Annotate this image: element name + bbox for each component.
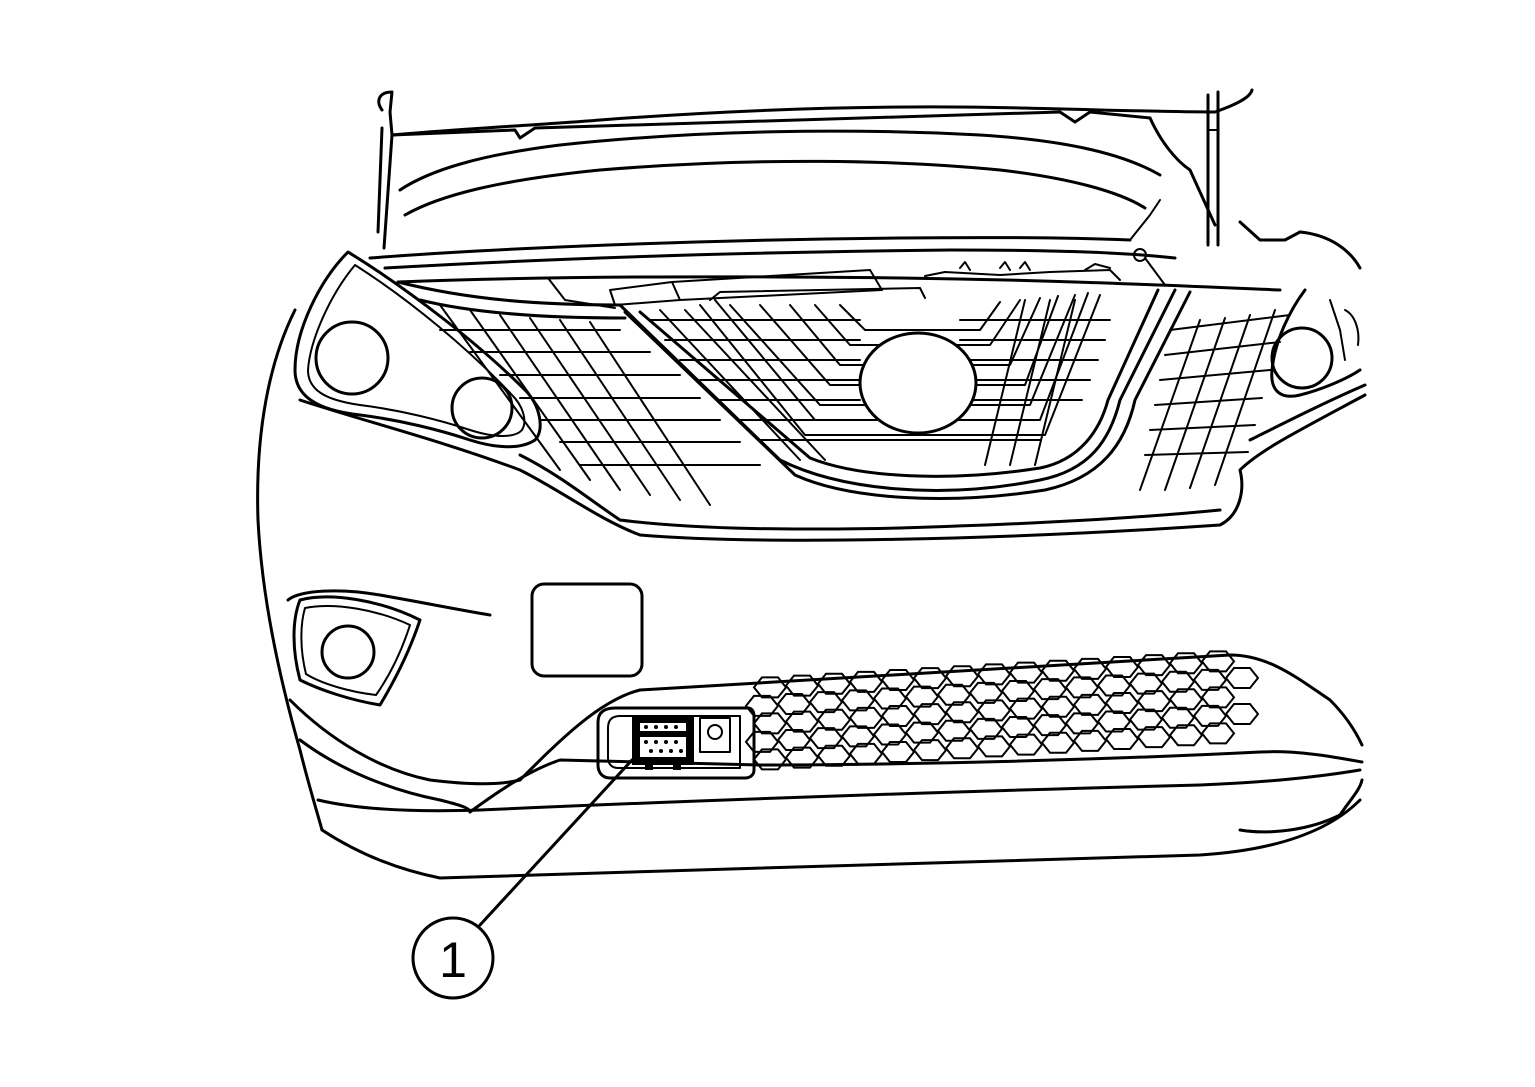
- honeycomb-cell: [752, 676, 788, 699]
- right-headlamp: [1270, 230, 1362, 398]
- honeycomb-cell: [840, 725, 876, 748]
- honeycomb-cell: [1128, 672, 1164, 695]
- hood-strut-right: [1206, 90, 1220, 247]
- bumper-fascia: [256, 308, 1367, 880]
- connector: [632, 715, 694, 770]
- hood-strut-left: [376, 126, 394, 250]
- honeycomb-cell: [1072, 729, 1108, 752]
- radiator-support: [368, 199, 1282, 309]
- honeycomb-cell: [1200, 650, 1236, 673]
- honeycomb-cell: [936, 683, 972, 706]
- honeycomb-cell: [808, 691, 844, 714]
- honeycomb-cell: [1168, 688, 1204, 711]
- honeycomb-cell: [1200, 686, 1236, 709]
- honeycomb-cell: [776, 729, 812, 752]
- honeycomb-cell: [848, 706, 884, 729]
- honeycomb-cell: [1224, 703, 1260, 726]
- sensor-bracket: [596, 706, 756, 780]
- honeycomb-cell: [880, 704, 916, 727]
- lower-grille: [288, 650, 1364, 814]
- honeycomb-cell: [1064, 676, 1100, 699]
- honeycomb-cell: [1104, 728, 1140, 751]
- honeycomb-cell: [1104, 656, 1140, 679]
- honeycomb-mesh: [744, 650, 1260, 771]
- honeycomb-cell: [1096, 710, 1132, 733]
- honeycomb-cell: [1040, 659, 1076, 682]
- honeycomb-cell: [976, 735, 1012, 758]
- honeycomb-cell: [880, 740, 916, 763]
- honeycomb-cell: [752, 712, 788, 735]
- honeycomb-cell: [1000, 716, 1036, 739]
- honeycomb-cell: [1040, 731, 1076, 754]
- honeycomb-cell: [1136, 726, 1172, 749]
- honeycomb-cell: [808, 727, 844, 750]
- honeycomb-cell: [784, 710, 820, 733]
- honeycomb-cell: [1104, 692, 1140, 715]
- honeycomb-cell: [1160, 706, 1196, 729]
- honeycomb-cell: [848, 742, 884, 765]
- honeycomb-cell: [904, 721, 940, 744]
- honeycomb-cell: [1168, 724, 1204, 747]
- honeycomb-cell: [1224, 667, 1260, 690]
- honeycomb-cell: [872, 723, 908, 746]
- raised-hood: [377, 88, 1302, 242]
- honeycomb-cell: [936, 719, 972, 742]
- honeycomb-cell: [944, 701, 980, 724]
- callout-label: 1: [439, 932, 467, 988]
- honeycomb-cell: [968, 681, 1004, 704]
- left-fog-lamp: [286, 589, 492, 707]
- honeycomb-cell: [816, 744, 852, 767]
- honeycomb-cell: [912, 739, 948, 762]
- honeycomb-cell: [1040, 695, 1076, 718]
- honeycomb-cell: [1064, 712, 1100, 735]
- honeycomb-cell: [1072, 657, 1108, 680]
- honeycomb-cell: [872, 687, 908, 710]
- honeycomb-cell: [880, 668, 916, 691]
- honeycomb-cell: [904, 685, 940, 708]
- honeycomb-cell: [976, 663, 1012, 686]
- honeycomb-cell: [976, 699, 1012, 722]
- honeycomb-cell: [968, 717, 1004, 740]
- honeycomb-cell: [1192, 668, 1228, 691]
- emblem: [858, 331, 978, 435]
- tow-hook-cover: [530, 582, 644, 678]
- honeycomb-cell: [1008, 697, 1044, 720]
- honeycomb-cell: [1032, 678, 1068, 701]
- honeycomb-cell: [1200, 722, 1236, 745]
- callout-leader-line: [478, 758, 634, 927]
- callout-1: 1: [411, 758, 634, 1000]
- callout-circle: [411, 916, 495, 1000]
- honeycomb-cell: [752, 748, 788, 771]
- honeycomb-cell: [1072, 693, 1108, 716]
- honeycomb-cell: [816, 672, 852, 695]
- honeycomb-cell: [944, 737, 980, 760]
- honeycomb-cell: [1000, 680, 1036, 703]
- honeycomb-cell: [1136, 690, 1172, 713]
- honeycomb-cell: [1008, 661, 1044, 684]
- honeycomb-cell: [1160, 670, 1196, 693]
- honeycomb-cell: [840, 689, 876, 712]
- honeycomb-cell: [912, 667, 948, 690]
- honeycomb-cell: [784, 674, 820, 697]
- honeycomb-cell: [1032, 714, 1068, 737]
- honeycomb-cell: [1128, 708, 1164, 731]
- left-headlamp: [293, 250, 542, 449]
- honeycomb-cell: [848, 670, 884, 693]
- honeycomb-cell: [1136, 654, 1172, 677]
- honeycomb-cell: [1008, 733, 1044, 756]
- honeycomb-cell: [776, 693, 812, 716]
- honeycomb-cell: [944, 665, 980, 688]
- honeycomb-cell: [912, 703, 948, 726]
- upper-grille: [396, 280, 1291, 506]
- honeycomb-cell: [1168, 652, 1204, 675]
- honeycomb-cell: [1096, 674, 1132, 697]
- honeycomb-cell: [1192, 704, 1228, 727]
- honeycomb-cell: [816, 708, 852, 731]
- honeycomb-cell: [784, 746, 820, 769]
